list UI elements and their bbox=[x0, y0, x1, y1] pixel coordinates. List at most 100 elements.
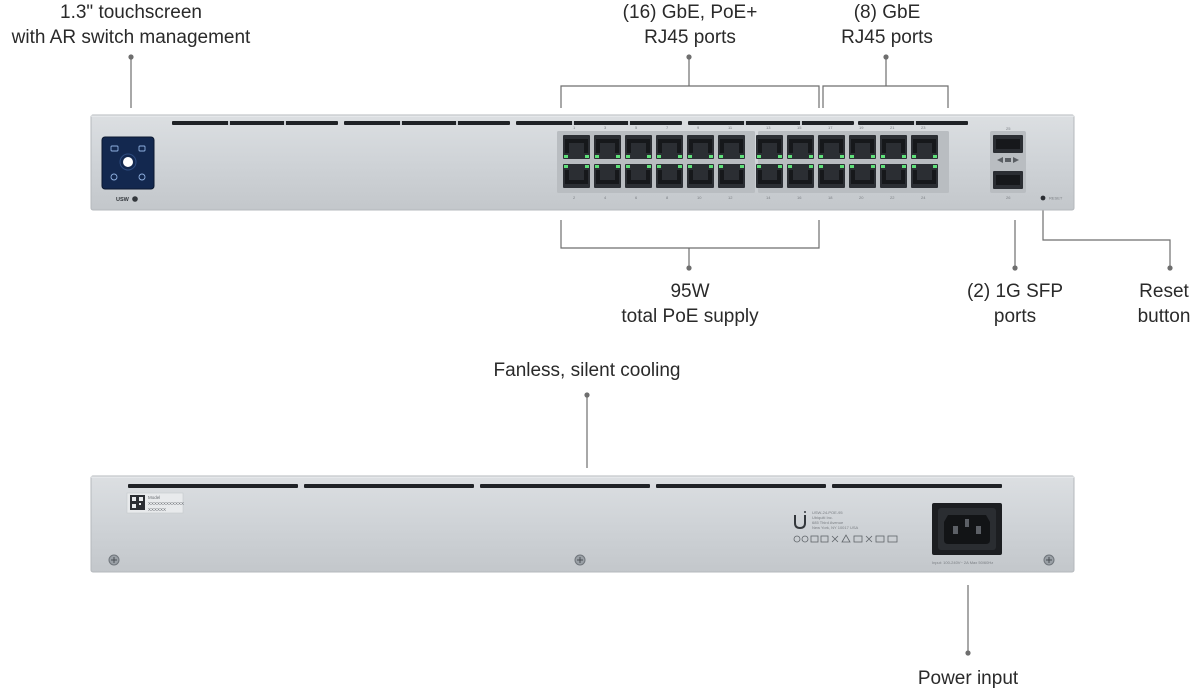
port-number-label: 12 bbox=[728, 195, 733, 200]
reset-callout-line1: Reset bbox=[1139, 281, 1189, 302]
port-number-label: 5 bbox=[635, 125, 638, 130]
touchscreen-display[interactable] bbox=[101, 136, 155, 190]
rj45-port[interactable] bbox=[594, 135, 621, 159]
reset-callout: Reset button bbox=[1128, 279, 1200, 329]
port-number-label: 11 bbox=[728, 125, 733, 130]
port-led bbox=[626, 155, 630, 158]
port-led bbox=[933, 155, 937, 158]
rj45-port[interactable] bbox=[718, 135, 745, 159]
reset-callout-line2: button bbox=[1137, 306, 1191, 327]
port-led bbox=[647, 165, 651, 168]
port-led bbox=[688, 165, 692, 168]
port-led bbox=[840, 165, 844, 168]
port-led bbox=[757, 165, 761, 168]
poe-ports-bracket bbox=[560, 85, 820, 108]
port-led bbox=[788, 155, 792, 158]
rj45-port[interactable] bbox=[625, 135, 652, 159]
rj45-port[interactable] bbox=[756, 164, 783, 188]
rj45-port[interactable] bbox=[563, 164, 590, 188]
rj45-port[interactable] bbox=[656, 164, 683, 188]
rj45-port[interactable] bbox=[880, 164, 907, 188]
callout-dots bbox=[128, 54, 1173, 656]
port-led bbox=[564, 165, 568, 168]
sticker-line-2: XXXXXXXXXXXX bbox=[148, 501, 184, 506]
port-led bbox=[740, 155, 744, 158]
port-led bbox=[626, 165, 630, 168]
port-led bbox=[840, 155, 844, 158]
port-led bbox=[719, 165, 723, 168]
rj45-port[interactable] bbox=[818, 135, 845, 159]
rj45-port[interactable] bbox=[787, 135, 814, 159]
rj45-port[interactable] bbox=[687, 164, 714, 188]
poe-ports-callout-line1: (16) GbE, PoE+ bbox=[622, 2, 758, 23]
port-led bbox=[678, 155, 682, 158]
port-number-label: 20 bbox=[859, 195, 864, 200]
port-led bbox=[688, 155, 692, 158]
certification-marks-icon bbox=[793, 534, 898, 543]
power-inlet[interactable] bbox=[932, 503, 1002, 555]
rj45-port[interactable] bbox=[818, 164, 845, 188]
port-number-label: 4 bbox=[604, 195, 607, 200]
cooling-dot bbox=[584, 392, 590, 398]
reg-line-2: Ubiquiti Inc. bbox=[812, 515, 833, 520]
poe-supply-callout: 95W total PoE supply bbox=[590, 279, 790, 329]
screen-center-dot bbox=[123, 157, 133, 167]
port-led bbox=[740, 165, 744, 168]
port-led bbox=[719, 155, 723, 158]
poe-ports-callout-line2: RJ45 ports bbox=[644, 27, 736, 48]
gbe-ports-callout-line2: RJ45 ports bbox=[841, 27, 933, 48]
poe-ports-dot bbox=[686, 54, 692, 60]
gbe-ports-callout-line1: (8) GbE bbox=[853, 2, 921, 23]
port-led bbox=[881, 165, 885, 168]
power-rating: Input: 100-240V~ 2A Max 50/60Hz bbox=[932, 560, 993, 565]
reg-line-4: New York, NY 10017 USA bbox=[812, 525, 859, 530]
rj45-port[interactable] bbox=[787, 164, 814, 188]
port-led bbox=[657, 165, 661, 168]
rj45-port[interactable] bbox=[911, 135, 938, 159]
power-dot bbox=[965, 650, 971, 656]
callout-lines bbox=[130, 57, 1171, 653]
rj45-port[interactable] bbox=[880, 135, 907, 159]
sfp-ports-callout-line1: (2) 1G SFP bbox=[966, 281, 1064, 302]
rj45-port[interactable] bbox=[687, 135, 714, 159]
port-led bbox=[912, 165, 916, 168]
rj45-port[interactable] bbox=[656, 135, 683, 159]
port-led bbox=[850, 165, 854, 168]
rj45-port[interactable] bbox=[756, 135, 783, 159]
port-led bbox=[595, 155, 599, 158]
reset-label: RESET bbox=[1049, 196, 1063, 201]
rj45-port[interactable] bbox=[849, 164, 876, 188]
port-number-label: 3 bbox=[604, 125, 607, 130]
reset-button[interactable] bbox=[1040, 195, 1046, 201]
ubiquiti-logo-icon bbox=[794, 511, 806, 530]
port-number-label: 8 bbox=[666, 195, 669, 200]
touchscreen-callout: 1.3" touchscreen with AR switch manageme… bbox=[0, 0, 262, 50]
rj45-port[interactable] bbox=[849, 135, 876, 159]
port-number-label: 23 bbox=[921, 125, 926, 130]
port-number-label: 1 bbox=[573, 125, 576, 130]
port-led bbox=[902, 165, 906, 168]
screen-icon-top-left bbox=[110, 145, 119, 152]
sfp-top-label: 25 bbox=[1006, 126, 1011, 131]
rear-chassis bbox=[90, 475, 1075, 573]
rj45-port[interactable] bbox=[563, 135, 590, 159]
rj45-port[interactable] bbox=[911, 164, 938, 188]
port-number-label: 13 bbox=[766, 125, 771, 130]
power-pin-center bbox=[965, 519, 969, 527]
port-number-label: 15 bbox=[797, 125, 802, 130]
port-led bbox=[871, 165, 875, 168]
touchscreen-callout-line1: 1.3" touchscreen bbox=[60, 2, 202, 23]
gbe-ports-callout: (8) GbE RJ45 ports bbox=[822, 0, 952, 50]
port-led bbox=[933, 165, 937, 168]
rj45-ports bbox=[563, 135, 938, 188]
power-pin-right bbox=[976, 526, 981, 534]
rj45-port[interactable] bbox=[625, 164, 652, 188]
sfp-ports-callout: (2) 1G SFP ports bbox=[950, 279, 1080, 329]
port-number-label: 22 bbox=[890, 195, 895, 200]
cooling-callout-text: Fanless, silent cooling bbox=[493, 360, 681, 381]
rj45-port[interactable] bbox=[594, 164, 621, 188]
port-number-label: 7 bbox=[666, 125, 669, 130]
rj45-port[interactable] bbox=[718, 164, 745, 188]
rear-panel: Model XXXXXXXXXXXX XXXXXX USW-24-POE-95 … bbox=[90, 475, 1075, 573]
